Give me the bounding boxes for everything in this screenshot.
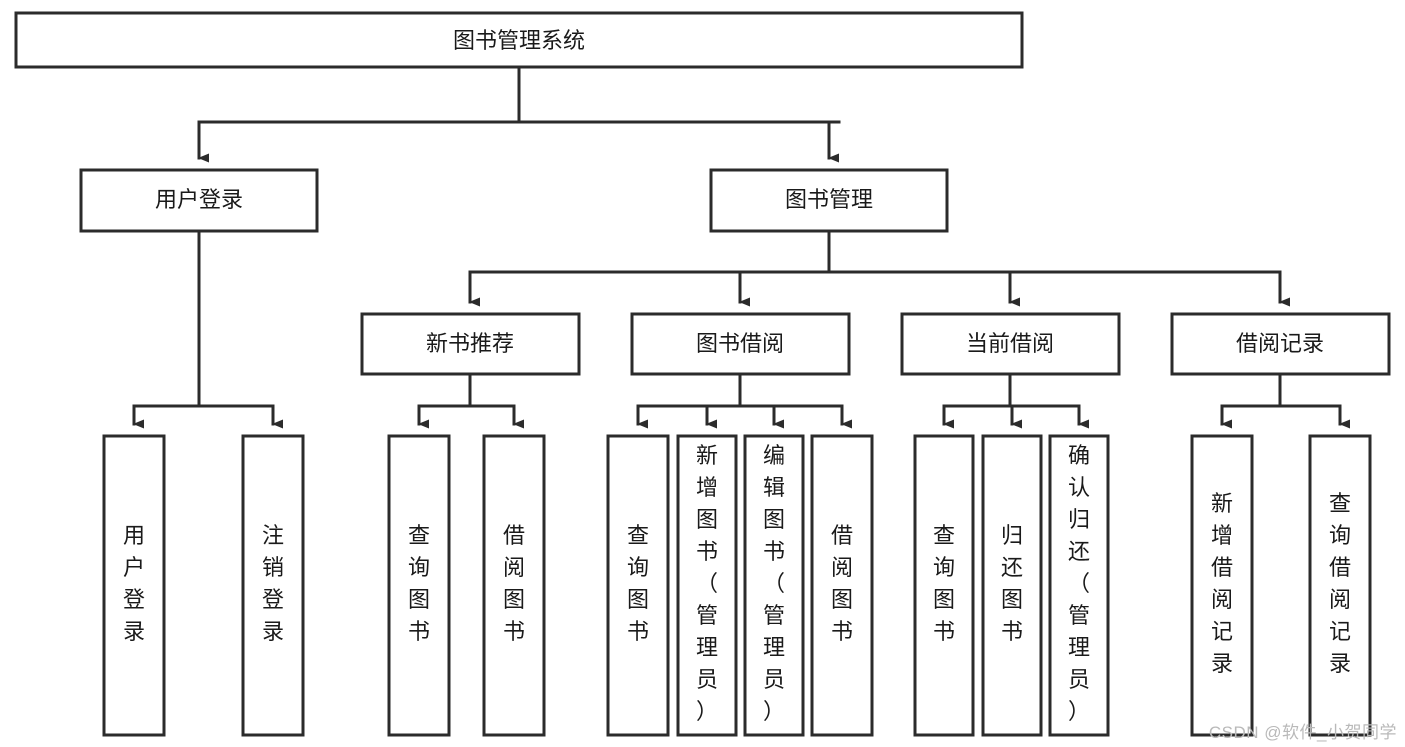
leaf-add-borrow-record-label: 新增借阅记录 (1211, 491, 1233, 676)
leaf-return-book-label: 归还图书 (1001, 523, 1023, 644)
node-user-login-label: 用户登录 (155, 187, 243, 212)
node-book-borrow-label: 图书借阅 (696, 331, 784, 356)
node-book-management[interactable]: 图书管理 (709, 168, 949, 233)
leaf-user-login-label: 用户登录 (123, 523, 145, 644)
leaf-logout-label: 注销登录 (262, 523, 284, 644)
leaf-add-borrow-record[interactable]: 新增借阅记录 (1190, 434, 1254, 737)
node-new-book-recommend-label: 新书推荐 (426, 331, 514, 356)
node-book-management-label: 图书管理 (785, 187, 873, 212)
leaf-logout[interactable]: 注销登录 (241, 434, 305, 737)
leaf-add-book-admin-label: 新增图书（管理员） (696, 443, 718, 724)
node-current-borrow-label: 当前借阅 (966, 331, 1054, 356)
node-book-management-box (709, 168, 949, 233)
leaf-user-login-box (102, 434, 166, 737)
leaf-borrow-book-newbook-label: 借阅图书 (503, 523, 525, 644)
leaf-edit-book-admin-box (743, 434, 805, 737)
leaf-query-book-newbook-label: 查询图书 (408, 523, 430, 644)
leaf-query-borrow-record-label: 查询借阅记录 (1329, 491, 1351, 676)
leaf-query-book-borrow-box (606, 434, 670, 737)
node-borrow-records-box (1170, 312, 1391, 376)
leaf-query-borrow-record[interactable]: 查询借阅记录 (1308, 434, 1372, 737)
leaf-edit-book-admin[interactable]: 编辑图书（管理员） (743, 434, 805, 737)
node-user-login[interactable]: 用户登录 (79, 168, 319, 233)
node-book-borrow-box (630, 312, 851, 376)
leaf-query-book-borrow[interactable]: 查询图书 (606, 434, 670, 737)
node-root-label: 图书管理系统 (453, 28, 585, 53)
node-user-login-box (79, 168, 319, 233)
leaf-query-borrow-record-box (1308, 434, 1372, 737)
leaf-query-book-newbook-box (387, 434, 451, 737)
leaf-lend-book-box (810, 434, 874, 737)
node-book-borrow[interactable]: 图书借阅 (630, 312, 851, 376)
leaf-logout-box (241, 434, 305, 737)
node-borrow-records[interactable]: 借阅记录 (1170, 312, 1391, 376)
leaf-query-book-current-box (913, 434, 975, 737)
edges-group (132, 65, 1350, 429)
leaf-add-book-admin-box (676, 434, 738, 737)
node-new-book-recommend-box (360, 312, 581, 376)
node-new-book-recommend[interactable]: 新书推荐 (360, 312, 581, 376)
leaf-user-login[interactable]: 用户登录 (102, 434, 166, 737)
leaf-query-book-current-label: 查询图书 (933, 523, 955, 644)
leaf-lend-book-label: 借阅图书 (831, 523, 853, 644)
leaf-return-book[interactable]: 归还图书 (981, 434, 1043, 737)
leaf-query-book-borrow-label: 查询图书 (627, 523, 649, 644)
node-current-borrow-box (900, 312, 1121, 376)
leaf-add-borrow-record-box (1190, 434, 1254, 737)
leaf-query-book-newbook[interactable]: 查询图书 (387, 434, 451, 737)
leaf-borrow-book-newbook[interactable]: 借阅图书 (482, 434, 546, 737)
leaf-query-book-current[interactable]: 查询图书 (913, 434, 975, 737)
leaf-add-book-admin[interactable]: 新增图书（管理员） (676, 434, 738, 737)
node-current-borrow[interactable]: 当前借阅 (900, 312, 1121, 376)
csdn-watermark: CSDN @软件_小贺同学 (1208, 723, 1397, 742)
node-root-box (14, 11, 1024, 69)
node-root[interactable]: 图书管理系统 (14, 11, 1024, 69)
leaf-confirm-return-admin-box (1048, 434, 1110, 737)
leaf-edit-book-admin-label: 编辑图书（管理员） (763, 443, 785, 724)
leaf-confirm-return-admin-label: 确认归还（管理员） (1068, 443, 1090, 724)
leaf-lend-book[interactable]: 借阅图书 (810, 434, 874, 737)
leaf-return-book-box (981, 434, 1043, 737)
leaf-confirm-return-admin[interactable]: 确认归还（管理员） (1048, 434, 1110, 737)
node-borrow-records-label: 借阅记录 (1236, 331, 1324, 356)
leaf-borrow-book-newbook-box (482, 434, 546, 737)
